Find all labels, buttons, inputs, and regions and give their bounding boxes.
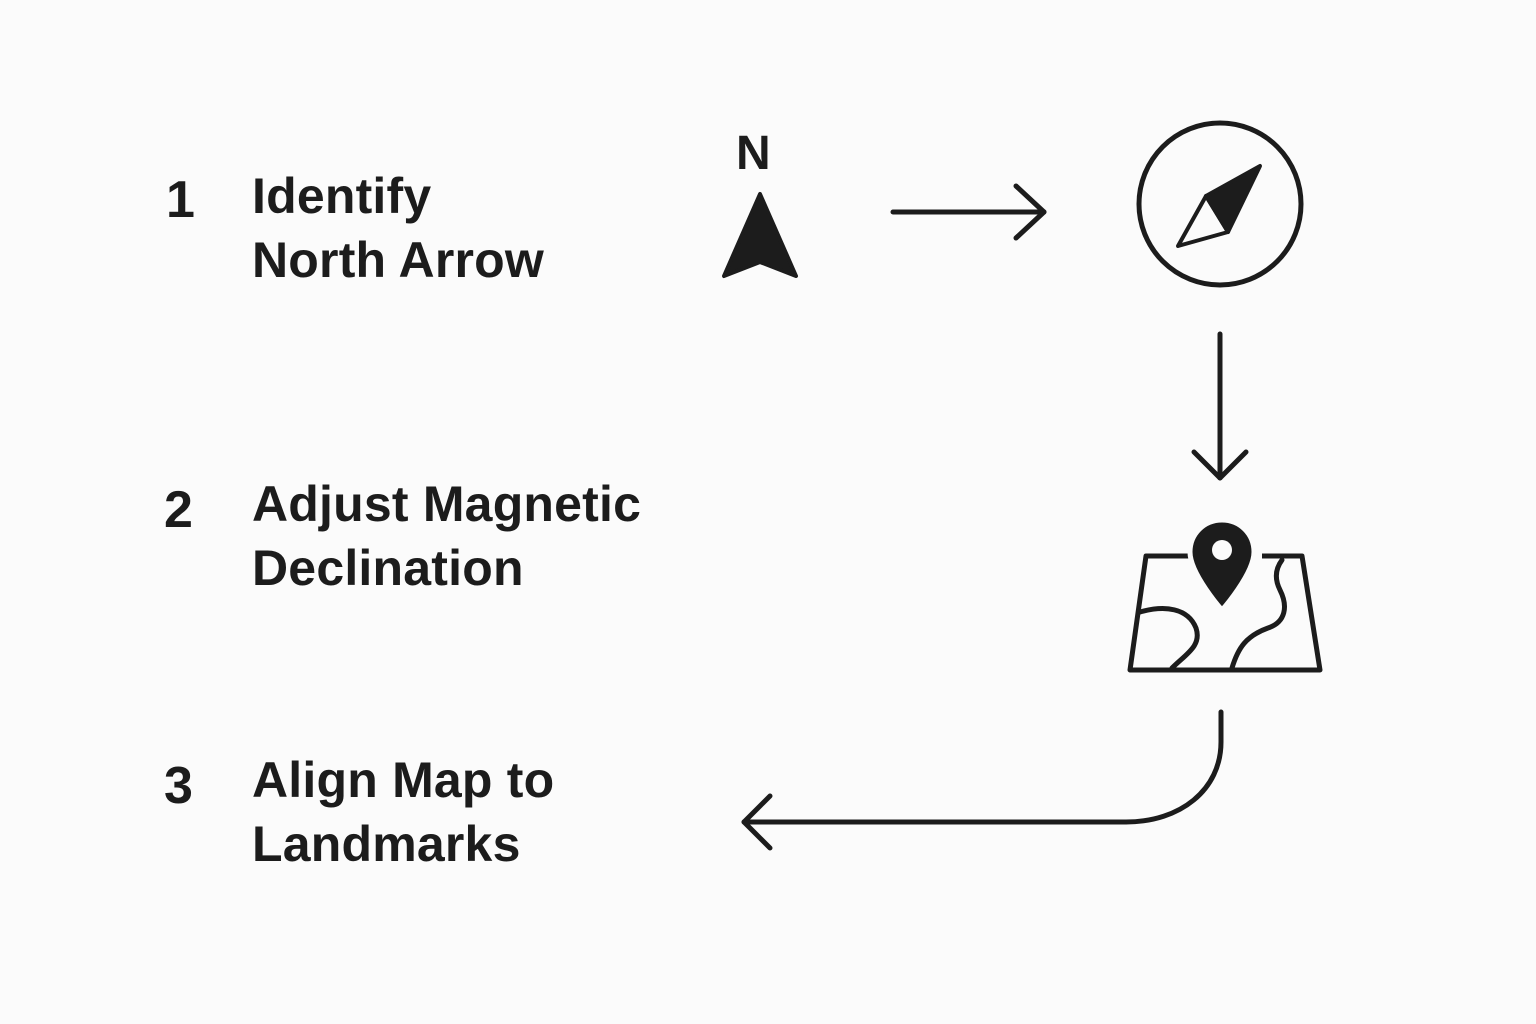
step-3-label: Align Map to Landmarks (252, 748, 554, 876)
step-3-number: 3 (164, 757, 193, 815)
step-3-label-line1: Align Map to (252, 752, 555, 808)
step-3-label-line2: Landmarks (252, 816, 521, 872)
step-1-label-line1: Identify (252, 168, 432, 224)
step-2-number: 2 (164, 481, 193, 539)
step-2-label-line1: Adjust Magnetic (252, 476, 642, 532)
step-1-number: 1 (166, 171, 195, 229)
step-2-label-line2: Declination (252, 540, 524, 596)
step-2-label: Adjust Magnetic Declination (252, 472, 641, 600)
north-letter: N (736, 127, 771, 180)
step-1-label: Identify North Arrow (252, 164, 544, 292)
arrow-down-connector (1191, 331, 1249, 481)
compass-icon (1136, 120, 1304, 288)
north-arrow-icon (722, 192, 798, 278)
step-1-label-line2: North Arrow (252, 232, 544, 288)
arrow-curve-connector (741, 709, 1224, 851)
map-pin-icon (1127, 517, 1323, 673)
arrow-right-connector (890, 183, 1047, 241)
